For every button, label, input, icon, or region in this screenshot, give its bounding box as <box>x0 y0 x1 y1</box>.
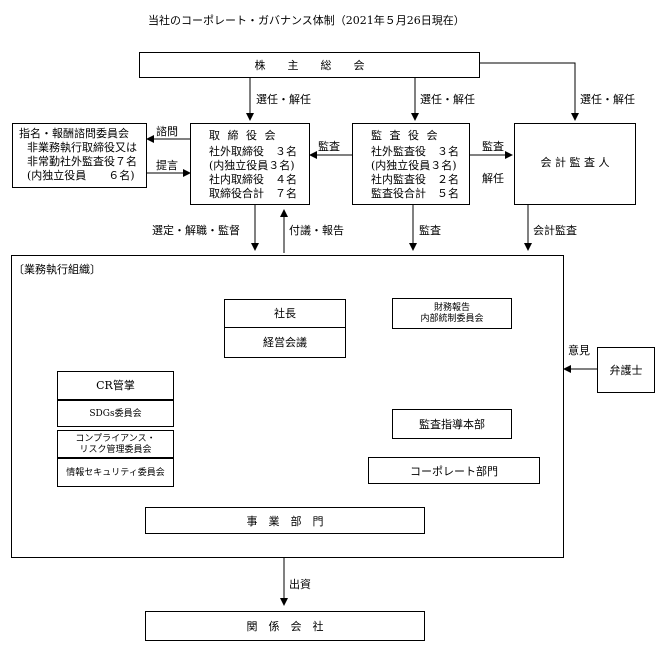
affiliates-box: 関 係 会 社 <box>145 611 425 641</box>
financial-reporting-line-2: 内部統制委員会 <box>420 314 484 324</box>
accounting-auditor-label: 会 計 監 査 人 <box>540 156 610 169</box>
shareholders-meeting-box: 株 主 総 会 <box>139 52 480 78</box>
infosec-committee-label: 情報セキュリティ委員会 <box>66 468 165 478</box>
diagram-title: 当社のコーポレート・ガバナンス体制（2021年５月26日現在） <box>148 14 465 27</box>
cr-label: CR管掌 <box>96 379 135 392</box>
audit-guidance-hq-box: 監査指導本部 <box>392 409 512 439</box>
audit-board-line-4: 監査役合計 ５名 <box>371 187 459 200</box>
lawyer-box: 弁護士 <box>597 347 655 393</box>
label-propose: 提言 <box>156 159 178 172</box>
label-accounting-audit: 会計監査 <box>533 224 577 237</box>
cr-box: CR管掌 <box>57 371 174 400</box>
label-elect-audit: 選任・解任 <box>420 93 475 106</box>
affiliates-label: 関 係 会 社 <box>246 620 324 633</box>
nomination-line-2: 非常勤社外監査役７名 <box>27 155 137 168</box>
sdgs-committee-label: SDGs委員会 <box>89 409 142 419</box>
label-investment: 出資 <box>289 578 311 591</box>
president-box: 社長 <box>224 299 346 328</box>
lawyer-label: 弁護士 <box>609 364 643 377</box>
board-line-2: (内独立役員３名) <box>209 159 295 172</box>
corporate-division-box: コーポレート部門 <box>368 457 540 484</box>
board-title: 取 締 役 会 <box>209 129 278 142</box>
audit-guidance-hq-label: 監査指導本部 <box>419 418 485 431</box>
nomination-committee-title: 指名・報酬諮問委員会 <box>19 127 129 140</box>
audit-board-line-1: 社外監査役 ３名 <box>371 145 459 158</box>
label-audit-right: 監査 <box>482 140 504 153</box>
label-appoint-supervise: 選定・解職・監督 <box>152 224 240 237</box>
nomination-line-3: (内独立役員 ６名) <box>27 169 135 182</box>
audit-board-box: 監 査 役 会 社外監査役 ３名 (内独立役員３名) 社内監査役 ２名 監査役合… <box>352 123 470 205</box>
label-elect-accounting: 選任・解任 <box>580 93 635 106</box>
board-line-1: 社外取締役 ３名 <box>209 145 297 158</box>
compliance-line-2: リスク管理委員会 <box>79 445 152 455</box>
management-meeting-box: 経営会議 <box>224 327 346 358</box>
financial-reporting-committee-box: 財務報告 内部統制委員会 <box>392 298 512 329</box>
board-line-4: 取締役合計 ７名 <box>209 187 297 200</box>
business-divisions-box: 事 業 部 門 <box>145 507 425 534</box>
infosec-committee-box: 情報セキュリティ委員会 <box>57 458 174 487</box>
sdgs-committee-box: SDGs委員会 <box>57 400 174 427</box>
audit-board-line-2: (内独立役員３名) <box>371 159 457 172</box>
president-label: 社長 <box>274 307 296 320</box>
nomination-committee-box: 指名・報酬諮問委員会 非業務執行取締役又は 非常勤社外監査役７名 (内独立役員 … <box>12 123 147 188</box>
management-meeting-label: 経営会議 <box>263 336 307 349</box>
label-audit-board-to-directors: 監査 <box>318 140 340 153</box>
nomination-line-1: 非業務執行取締役又は <box>27 141 137 154</box>
label-dismiss: 解任 <box>482 172 504 185</box>
audit-board-line-3: 社内監査役 ２名 <box>371 173 459 186</box>
corporate-division-label: コーポレート部門 <box>410 465 498 478</box>
label-audit-down: 監査 <box>419 224 441 237</box>
accounting-auditor-box: 会 計 監 査 人 <box>514 123 636 205</box>
compliance-line-1: コンプライアンス・ <box>75 434 156 444</box>
label-elect-board: 選任・解任 <box>256 93 311 106</box>
business-divisions-label: 事 業 部 門 <box>246 515 324 528</box>
executive-organization-label: 〔業務執行組織〕 <box>13 263 101 276</box>
financial-reporting-line-1: 財務報告 <box>433 303 470 313</box>
label-report: 付議・報告 <box>289 224 344 237</box>
compliance-risk-committee-box: コンプライアンス・ リスク管理委員会 <box>57 430 174 458</box>
board-line-3: 社内取締役 ４名 <box>209 173 297 186</box>
shareholders-meeting-label: 株 主 総 会 <box>254 59 365 72</box>
label-opinion: 意見 <box>568 344 590 357</box>
board-of-directors-box: 取 締 役 会 社外取締役 ３名 (内独立役員３名) 社内取締役 ４名 取締役合… <box>190 123 310 205</box>
audit-board-title: 監 査 役 会 <box>371 129 440 142</box>
label-consult: 諮問 <box>156 125 178 138</box>
